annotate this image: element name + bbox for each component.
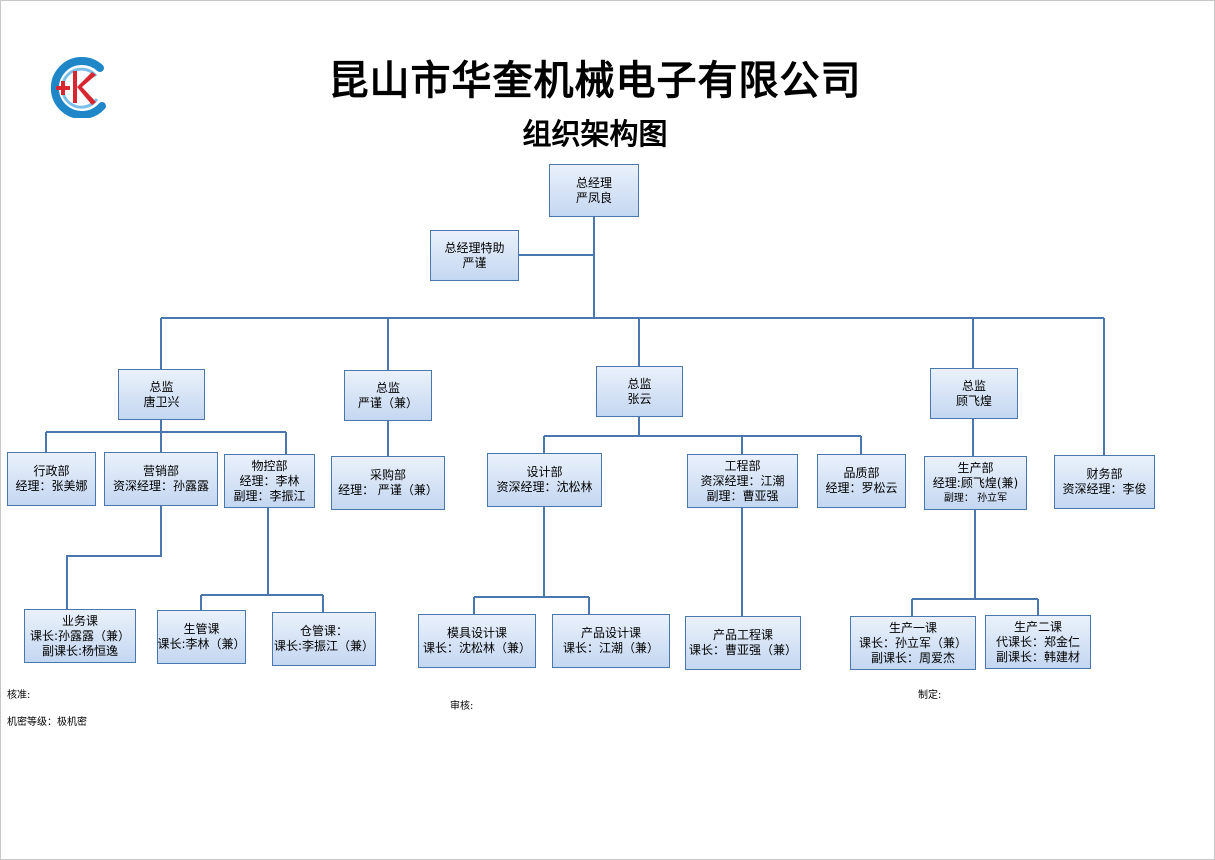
node-purchase-dept: 采购部经理： 严谨（兼） (331, 456, 445, 510)
node-warehouse-section: 仓管课：课长:李振江（兼） (272, 612, 376, 666)
node-prod-mgmt-section: 生管课课长:李林（兼） (157, 610, 246, 664)
confidentiality-label: 机密等级：极机密 (7, 717, 87, 728)
node-gm-assistant: 总经理特助严谨 (430, 230, 519, 281)
node-finance-dept: 财务部资深经理：李俊 (1054, 455, 1155, 509)
node-production-dept: 生产部经理:顾飞煌(兼)副理： 孙立军 (924, 456, 1027, 510)
approve-label: 核准: (7, 690, 31, 701)
node-engineering-dept: 工程部资深经理：江潮副理：曹亚强 (687, 454, 798, 508)
node-production2-section: 生产二课代课长：郑金仁副课长：韩建材 (985, 615, 1091, 669)
node-product-eng-section: 产品工程课课长：曹亚强（兼） (685, 616, 801, 670)
review-label: 审核: (450, 701, 474, 712)
node-logistics-dept: 物控部经理：李林副理：李振江 (224, 454, 315, 508)
company-logo-icon (50, 57, 106, 118)
prepare-label: 制定: (918, 690, 942, 701)
node-design-dept: 设计部资深经理：沈松林 (487, 453, 602, 507)
node-production1-section: 生产一课课长：孙立军（兼）副课长：周爱杰 (850, 616, 976, 670)
node-mold-design-section: 模具设计课课长：沈松林（兼） (418, 614, 536, 668)
node-general-manager: 总经理严凤良 (549, 164, 639, 217)
node-director-zhang: 总监张云 (596, 366, 683, 417)
node-business-section: 业务课课长:孙露露（兼）副课长:杨恒逸 (24, 609, 136, 663)
chart-subtitle: 组织架构图 (522, 117, 668, 151)
node-admin-dept: 行政部经理：张美娜 (7, 452, 96, 506)
node-director-gu: 总监顾飞煌 (930, 368, 1018, 419)
node-sales-dept: 营销部资深经理：孙露露 (104, 452, 218, 506)
node-director-yan: 总监严谨（兼） (344, 370, 432, 421)
company-title: 昆山市华奎机械电子有限公司 (328, 57, 862, 104)
connector-sales-to-business (66, 506, 162, 609)
node-quality-dept: 品质部经理：罗松云 (817, 454, 906, 508)
node-director-tang: 总监唐卫兴 (118, 369, 205, 420)
node-product-design-section: 产品设计课课长：江潮（兼） (552, 614, 670, 668)
